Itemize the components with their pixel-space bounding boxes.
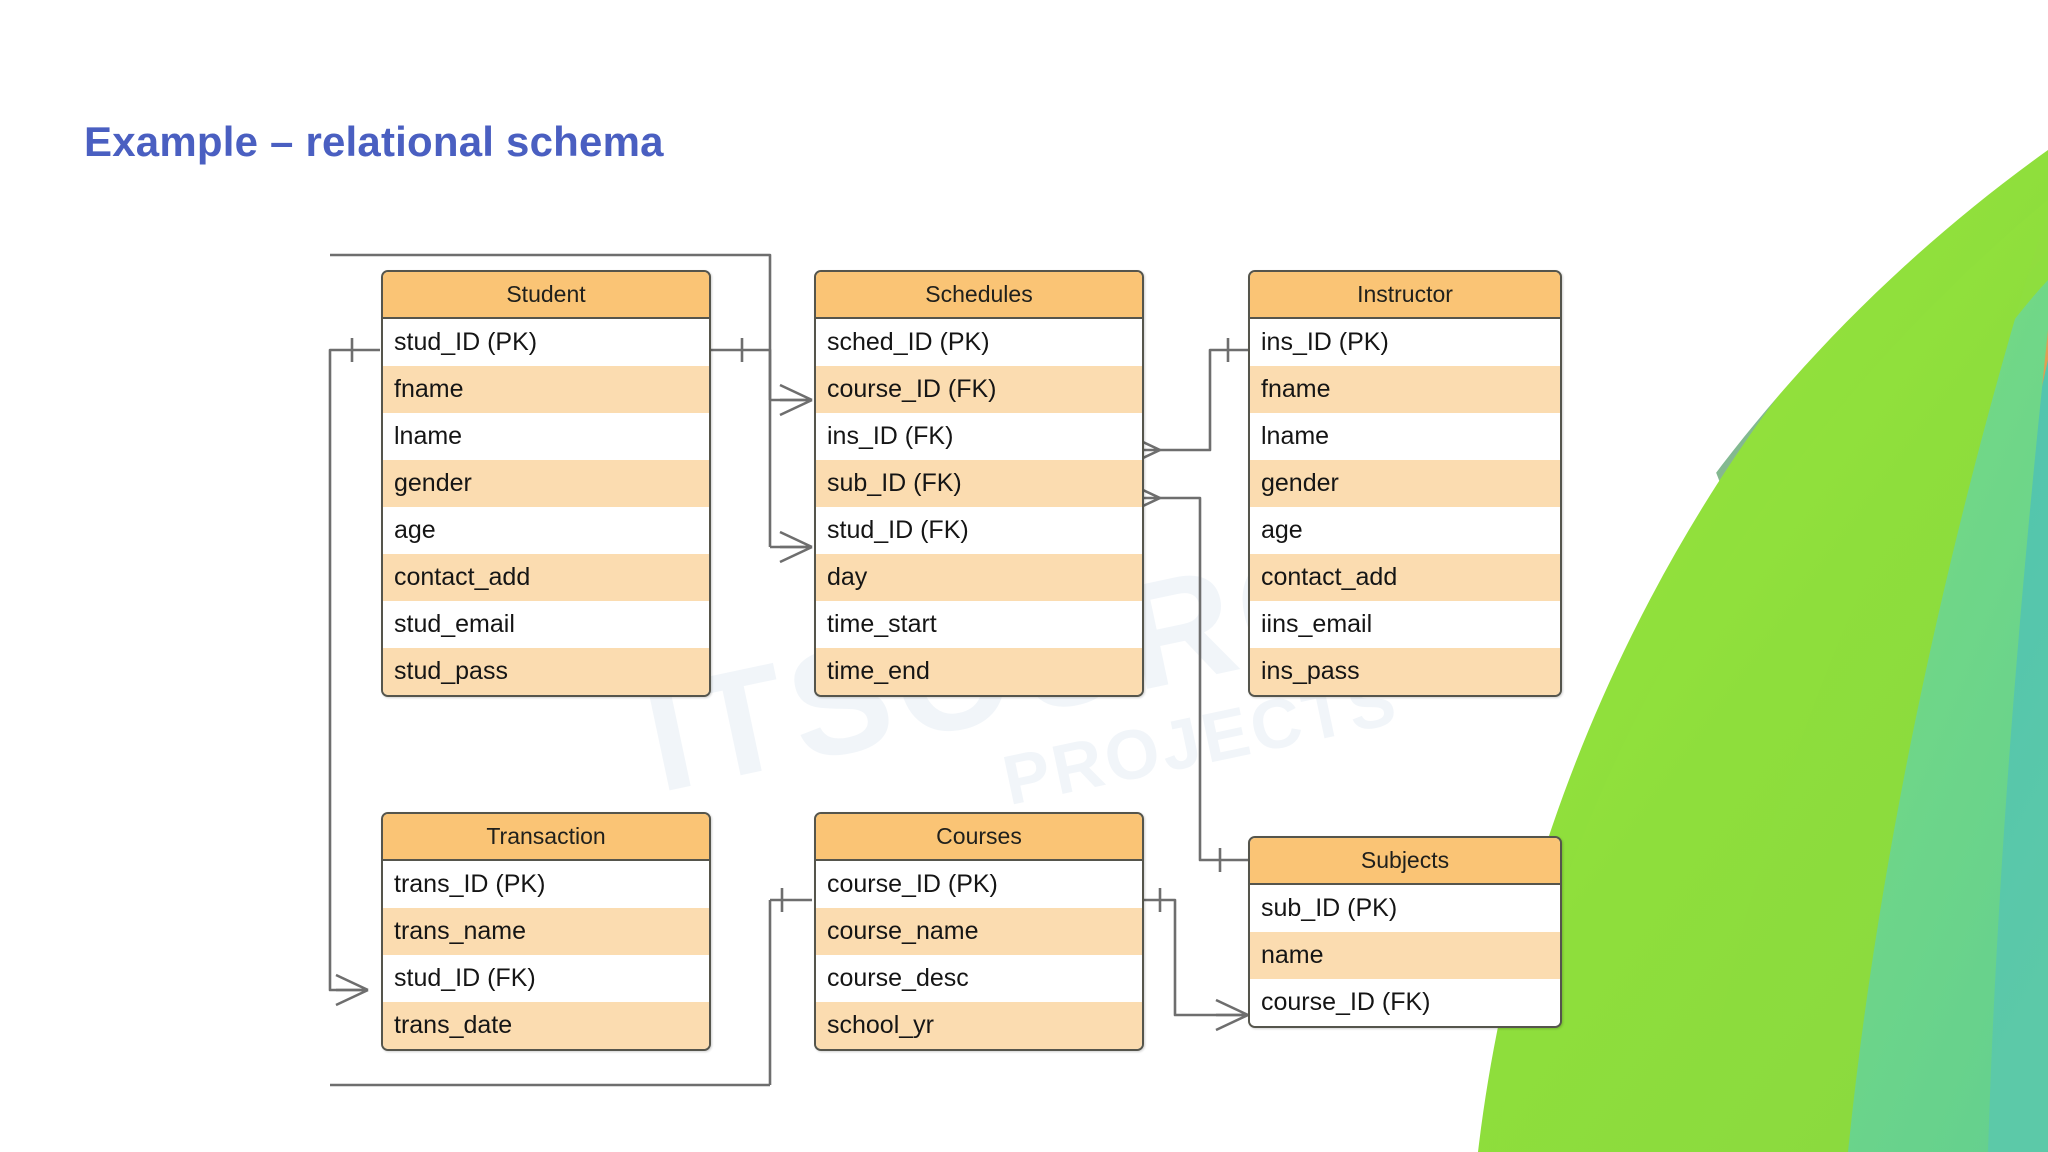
entity-schedules-title: Schedules <box>816 272 1142 319</box>
crowfoot-schedules-course-id <box>779 383 813 417</box>
attribute-row: ins_ID (PK) <box>1250 319 1560 366</box>
attribute-row: age <box>1250 507 1560 554</box>
entity-transaction-title: Transaction <box>383 814 709 861</box>
crowfoot-schedules-stud-id <box>779 530 813 564</box>
entity-student[interactable]: Student stud_ID (PK) fname lname gender … <box>381 270 711 697</box>
wire-student-to-transaction <box>328 348 380 992</box>
attribute-row: time_start <box>816 601 1142 648</box>
page-title: Example – relational schema <box>84 118 664 165</box>
attribute-row: course_ID (FK) <box>816 366 1142 413</box>
wire-subjects-to-schedules <box>1160 496 1248 862</box>
attribute-row: sub_ID (FK) <box>816 460 1142 507</box>
entity-schedules[interactable]: Schedules sched_ID (PK) course_ID (FK) i… <box>814 270 1144 697</box>
entity-subjects-title: Subjects <box>1250 838 1560 885</box>
attribute-row: ins_ID (FK) <box>816 413 1142 460</box>
attribute-row: course_ID (PK) <box>816 861 1142 908</box>
wire-courses-to-subjects <box>1140 898 1248 1017</box>
entity-instructor-title: Instructor <box>1250 272 1560 319</box>
attribute-row: school_yr <box>816 1002 1142 1049</box>
entity-student-title: Student <box>383 272 709 319</box>
attribute-row: gender <box>383 460 709 507</box>
attribute-row: ins_pass <box>1250 648 1560 695</box>
attribute-row: fname <box>1250 366 1560 413</box>
attribute-row: name <box>1250 932 1560 979</box>
crowfoot-transaction-stud-id <box>335 973 369 1007</box>
attribute-row: contact_add <box>383 554 709 601</box>
attribute-row: stud_email <box>383 601 709 648</box>
entity-courses-title: Courses <box>816 814 1142 861</box>
attribute-row: contact_add <box>1250 554 1560 601</box>
wire-courses-top-rail <box>330 253 772 400</box>
attribute-row: time_end <box>816 648 1142 695</box>
entity-courses[interactable]: Courses course_ID (PK) course_name cours… <box>814 812 1144 1051</box>
attribute-row: day <box>816 554 1142 601</box>
attribute-row: trans_name <box>383 908 709 955</box>
attribute-row: sub_ID (PK) <box>1250 885 1560 932</box>
entity-transaction[interactable]: Transaction trans_ID (PK) trans_name stu… <box>381 812 711 1051</box>
attribute-row: lname <box>1250 413 1560 460</box>
wire-instructor-to-schedules <box>1160 348 1248 452</box>
crowfoot-subjects-course-id <box>1215 998 1249 1032</box>
entity-instructor[interactable]: Instructor ins_ID (PK) fname lname gende… <box>1248 270 1562 697</box>
attribute-row: trans_ID (PK) <box>383 861 709 908</box>
attribute-row: stud_ID (FK) <box>383 955 709 1002</box>
attribute-row: stud_ID (FK) <box>816 507 1142 554</box>
attribute-row: stud_ID (PK) <box>383 319 709 366</box>
attribute-row: gender <box>1250 460 1560 507</box>
attribute-row: stud_pass <box>383 648 709 695</box>
wire-student-to-schedules <box>710 348 772 547</box>
entity-subjects[interactable]: Subjects sub_ID (PK) name course_ID (FK) <box>1248 836 1562 1028</box>
attribute-row: course_name <box>816 908 1142 955</box>
attribute-row: sched_ID (PK) <box>816 319 1142 366</box>
attribute-row: trans_date <box>383 1002 709 1049</box>
attribute-row: age <box>383 507 709 554</box>
attribute-row: iins_email <box>1250 601 1560 648</box>
attribute-row: course_desc <box>816 955 1142 1002</box>
attribute-row: fname <box>383 366 709 413</box>
attribute-row: course_ID (FK) <box>1250 979 1560 1026</box>
attribute-row: lname <box>383 413 709 460</box>
